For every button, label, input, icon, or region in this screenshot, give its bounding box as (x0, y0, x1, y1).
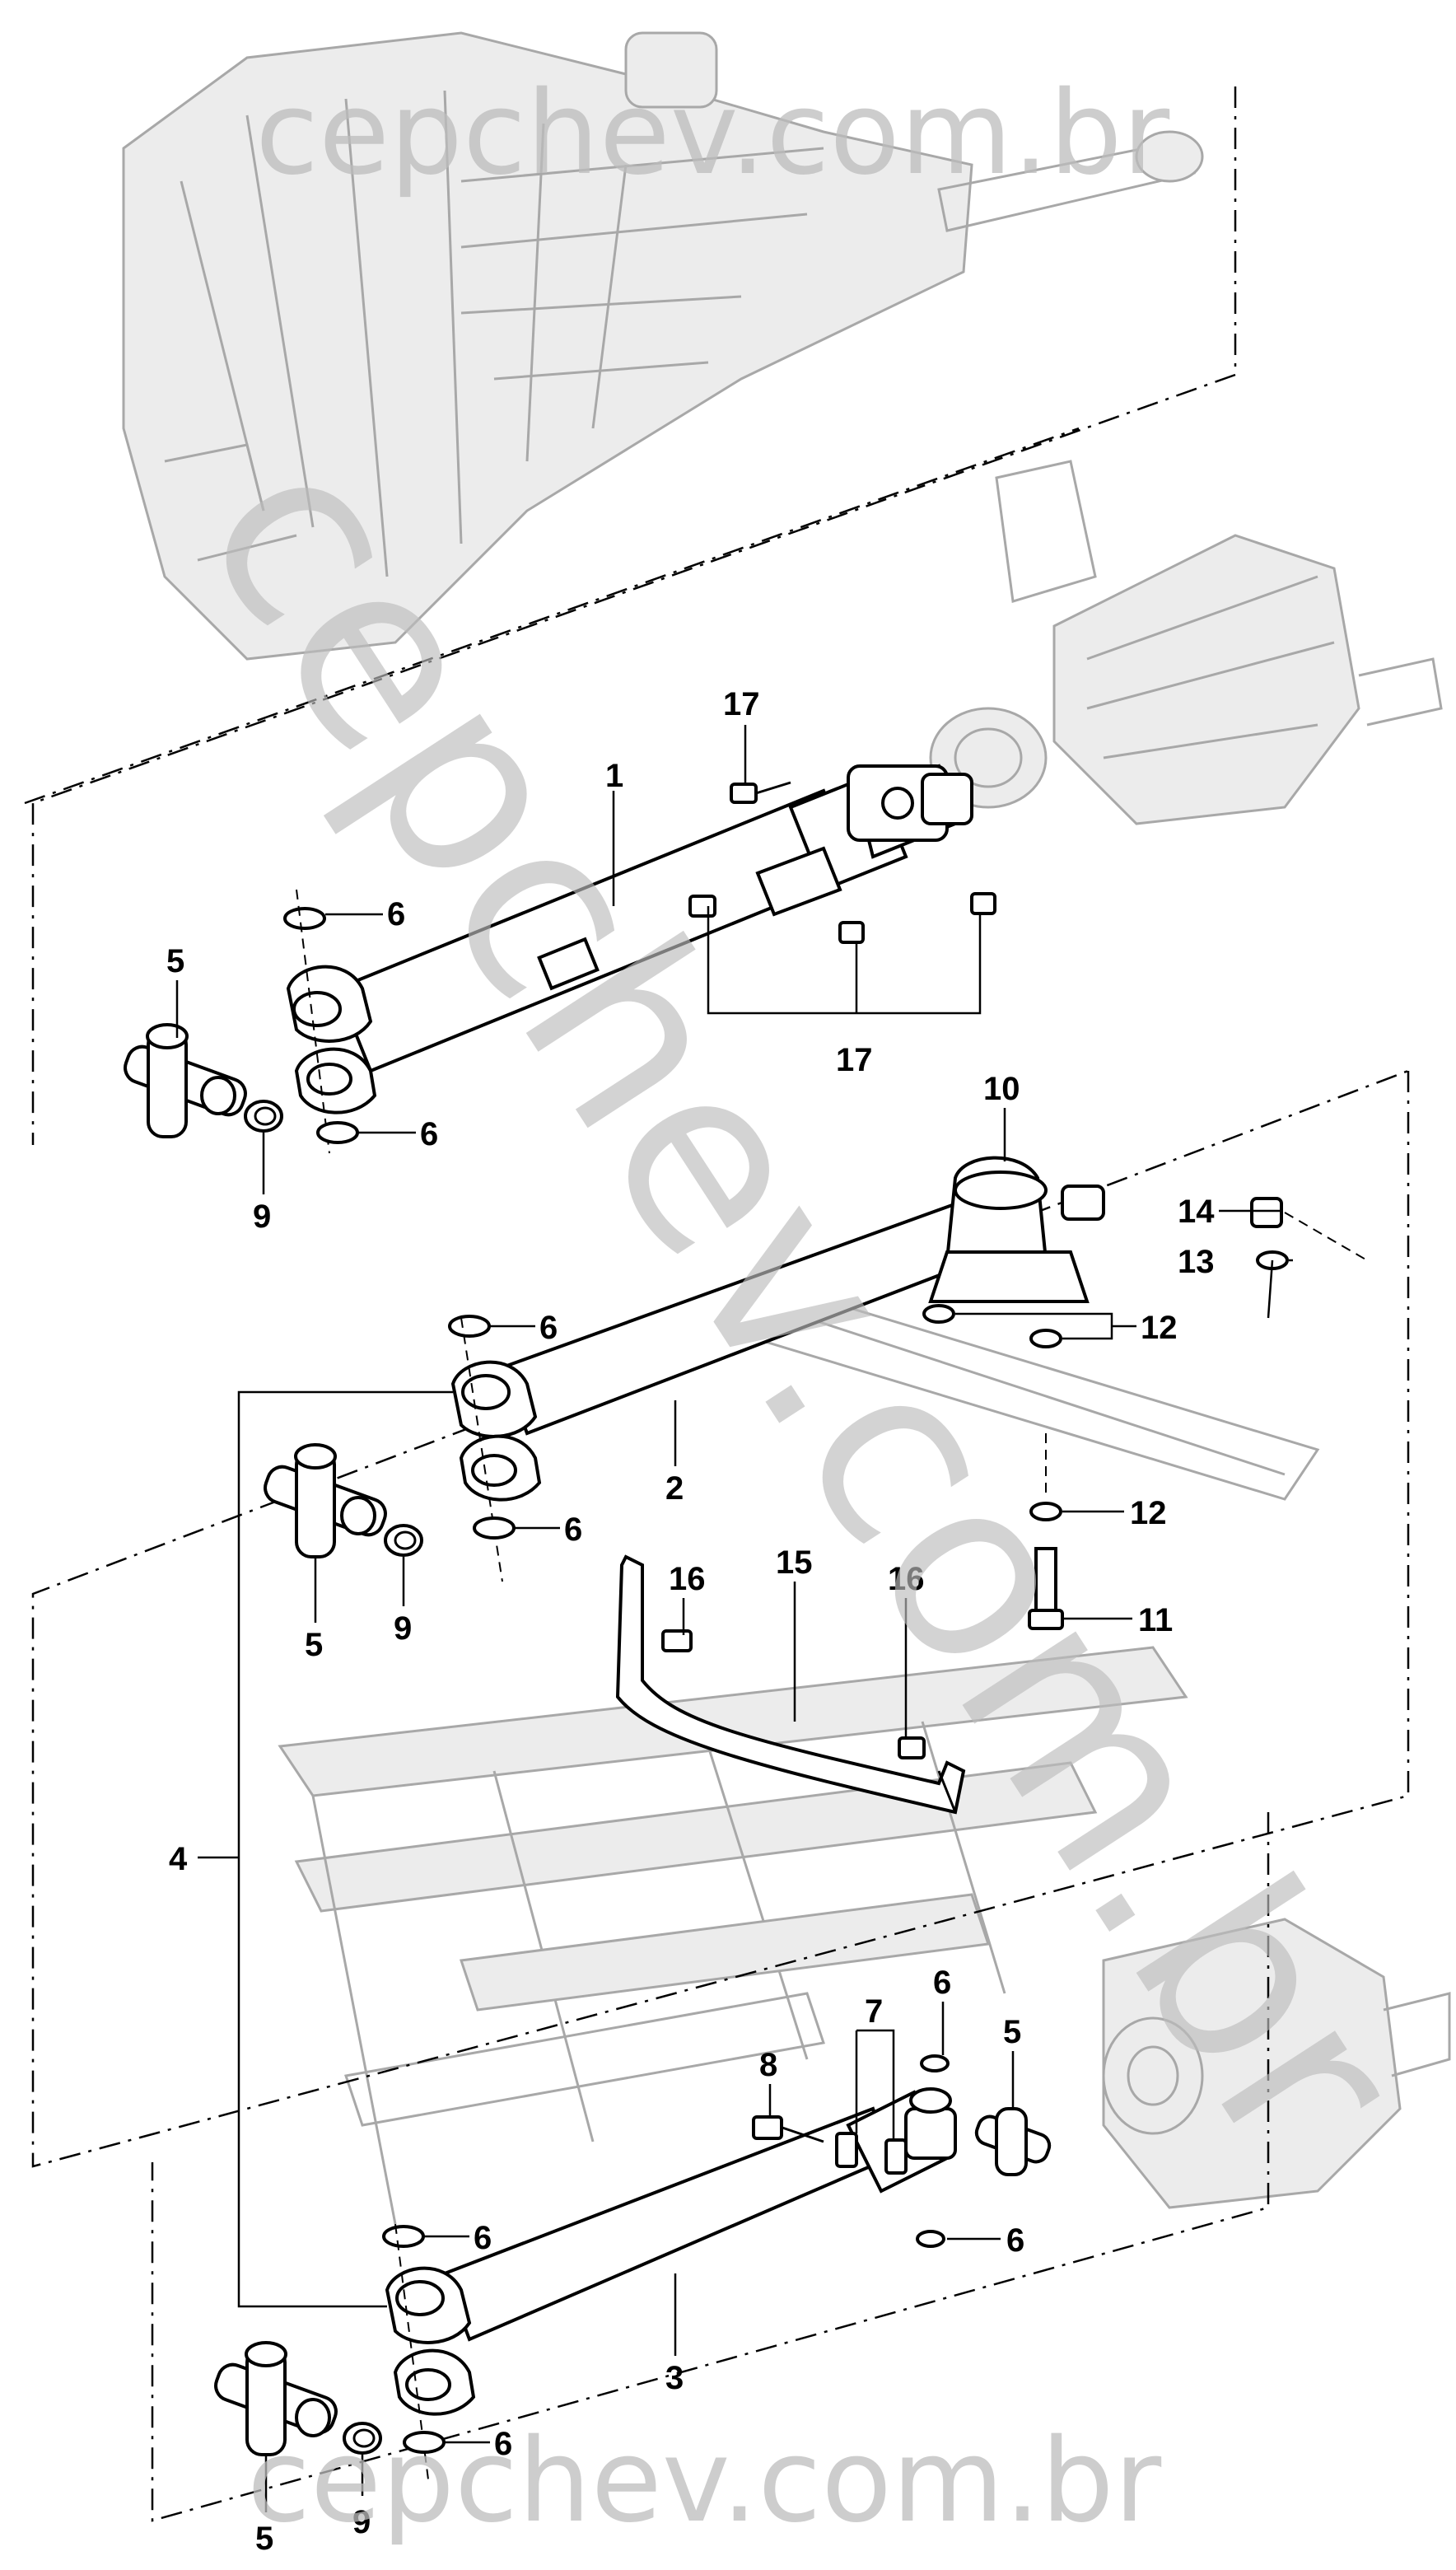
callout-13: 13 (1178, 1244, 1215, 1280)
callout-16-left: 16 (669, 1561, 706, 1597)
callout-2: 2 (665, 1470, 684, 1507)
shaft-3-front-yoke (385, 2266, 476, 2416)
group-border-shaft-1 (24, 86, 1237, 1145)
callout-4: 4 (169, 1841, 188, 1877)
group-border-shaft-3 (151, 1812, 1270, 2522)
callout-15: 15 (776, 1544, 813, 1581)
callout-5-shaft3: 5 (255, 2521, 273, 2557)
washer-12-lower (1029, 1433, 1062, 1521)
rear-propeller-shaft-3 (442, 2106, 892, 2342)
bolt-17-right (970, 892, 996, 915)
shaft-2-front-yoke (450, 1360, 542, 1502)
callout-12-upper: 12 (1141, 1310, 1178, 1346)
strap-7 (835, 2132, 908, 2175)
callout-6-shaft2-upper: 6 (539, 1310, 558, 1346)
bolt-11 (1028, 1547, 1064, 1630)
bolt-16-left (661, 1629, 693, 1652)
callout-6-shaft3-upper: 6 (474, 2220, 492, 2256)
callout-8: 8 (759, 2047, 777, 2083)
callout-9-bottom: 9 (352, 2504, 371, 2540)
callout-3: 3 (665, 2360, 684, 2396)
callout-12-lower: 12 (1130, 1495, 1167, 1531)
watermark-bottom: cepchev.com.br (247, 2414, 1162, 2549)
snap-ring-9-top (244, 1100, 283, 1133)
callout-6-shaft1-upper: 6 (387, 896, 405, 932)
bearing-cap-6-shaft3-lower (403, 2431, 446, 2454)
shaft-1-rear-joint (847, 764, 973, 842)
callout-6-shaft2-lower: 6 (564, 1512, 582, 1548)
callout-6-shaft3-lower: 6 (494, 2426, 512, 2462)
callout-5-shaft2: 5 (305, 1627, 323, 1663)
callout-17-bottom: 17 (836, 1042, 873, 1078)
callout-16-right: 16 (888, 1561, 925, 1597)
universal-joint-cross-1 (124, 1023, 247, 1138)
callout-6-rear-lower: 6 (1006, 2222, 1024, 2259)
universal-joint-cross-rear (974, 2107, 1052, 2176)
bolt-16-right (898, 1736, 926, 1759)
bearing-cap-6-shaft1-upper (283, 889, 330, 1154)
bolt-8 (752, 2115, 824, 2143)
transmission-ghost (122, 31, 1204, 661)
bearing-cap-6-shaft3-rear-lower (916, 2230, 945, 2248)
callout-5-rear: 5 (1003, 2014, 1021, 2050)
bearing-cap-6-shaft3-rear-upper (920, 2054, 950, 2072)
callout-9-top: 9 (253, 1199, 271, 1235)
callout-6-rear-upper: 6 (933, 1965, 951, 2001)
snap-ring-9-bottom (343, 2422, 382, 2455)
nut-14 (1250, 1197, 1368, 1261)
center-bearing-support-10 (928, 1156, 1105, 1303)
callout-14: 14 (1178, 1194, 1215, 1230)
rear-axle-bottom-ghost (1102, 1918, 1451, 2209)
callout-7: 7 (865, 1993, 883, 2030)
callout-9-middle: 9 (394, 1610, 412, 1647)
bolt-17-middle (838, 921, 865, 944)
snap-ring-9-middle (384, 1524, 423, 1557)
callout-6-shaft1-lower: 6 (420, 1116, 438, 1152)
exhaust-heat-shield-15 (615, 1554, 966, 1815)
callout-17-top: 17 (723, 686, 760, 722)
universal-joint-cross-3 (214, 2341, 338, 2456)
rear-axle-differential-ghost (929, 460, 1443, 825)
universal-joint-cross-2 (264, 1443, 387, 1558)
leader-lines (175, 725, 1293, 2512)
callout-10: 10 (983, 1071, 1020, 1107)
callout-11: 11 (1138, 1602, 1173, 1638)
washers-12-upper (922, 1304, 1062, 1348)
bearing-cap-6-shaft2-lower (473, 1516, 516, 1540)
callout-5-shaft1: 5 (166, 943, 184, 979)
bolt-17-top (730, 781, 791, 804)
bearing-cap-6-shaft1-lower (316, 1121, 359, 1144)
watermark-top: cepchev.com.br (255, 67, 1170, 201)
callout-1: 1 (605, 758, 623, 794)
